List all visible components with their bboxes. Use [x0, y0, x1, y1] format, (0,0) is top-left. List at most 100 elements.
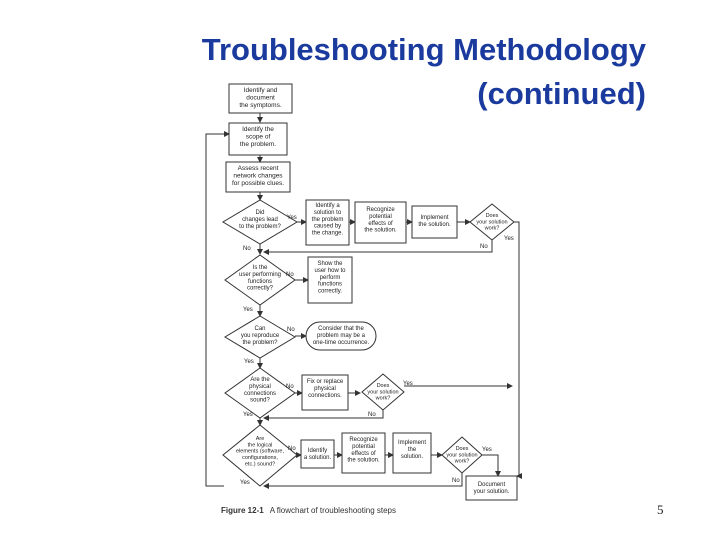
- figure-caption: Figure 12-1 A flowchart of troubleshootin…: [221, 506, 396, 515]
- node-text-line: Identify a: [315, 203, 340, 209]
- node-text-line: solution to: [314, 210, 342, 216]
- node-text-line: work?: [454, 459, 470, 465]
- node-text-line: Identify and: [244, 87, 278, 94]
- page-number: 5: [657, 502, 664, 517]
- node-text-line: Identify the: [242, 126, 274, 133]
- label-no-reproduce: No: [287, 327, 295, 333]
- node-text-line: user how to: [314, 268, 346, 274]
- node-text-line: connections: [244, 391, 276, 397]
- node-text-line: Did: [255, 210, 264, 216]
- label-yes-reproduce: Yes: [244, 359, 254, 365]
- node-text-line: scope of: [246, 133, 271, 140]
- node-text-line: Show the: [317, 261, 343, 267]
- node-text-line: Does: [456, 446, 469, 452]
- node-text-line: the solution.: [364, 228, 397, 234]
- node-text-line: Is the: [253, 265, 268, 271]
- node-text-line: physical: [314, 386, 336, 392]
- node-text-line: Can: [254, 326, 265, 332]
- node-text-line: work?: [484, 226, 500, 232]
- node-text-line: correctly?: [247, 286, 274, 292]
- node-text-line: Does: [486, 213, 499, 219]
- label-yes-user-correct: Yes: [243, 307, 253, 313]
- title-line-1: Troubleshooting Methodology: [201, 32, 646, 67]
- node-text-line: the solution.: [418, 222, 451, 228]
- node-text-line: the problem: [312, 217, 344, 223]
- node-text-line: network changes: [233, 172, 283, 179]
- node-text-line: a solution.: [304, 455, 332, 461]
- label-yes-did-changes: Yes: [287, 215, 297, 221]
- node-text-line: connections.: [308, 393, 342, 399]
- node-text-line: solution.: [401, 454, 424, 460]
- label-no-does-2: No: [368, 412, 376, 418]
- node-text-line: one-time occurrence.: [313, 340, 370, 346]
- node-text-line: user performing: [239, 272, 281, 278]
- node-text-line: the problem.: [240, 141, 276, 148]
- node-text-line: to the problem?: [239, 224, 281, 230]
- node-text-line: Fix or replace: [307, 379, 344, 385]
- label-yes-logical: Yes: [240, 480, 250, 486]
- figure-caption-label: Figure 12-1: [221, 506, 264, 515]
- label-no-logical: No: [288, 446, 296, 452]
- node-text-line: potential: [369, 214, 392, 220]
- node-text-line: changes lead: [242, 217, 278, 223]
- node-text-line: elements (software,: [236, 449, 284, 455]
- node-text-line: for possible clues.: [232, 180, 284, 187]
- node-text-line: Implement: [420, 215, 448, 221]
- label-no-does-3: No: [452, 478, 460, 484]
- node-text-line: Identify: [308, 448, 327, 454]
- node-text-line: document: [246, 94, 275, 101]
- label-yes-does-2: Yes: [403, 381, 413, 387]
- node-text-line: Recognize: [349, 437, 378, 443]
- node-text-line: correctly.: [318, 289, 342, 295]
- node-text-line: Are the: [250, 377, 270, 383]
- node-text-line: problem may be a: [317, 333, 366, 339]
- figure-caption-text: A flowchart of troubleshooting steps: [269, 506, 396, 515]
- node-text-line: your solution: [476, 219, 507, 225]
- label-no-did-changes: No: [243, 246, 251, 252]
- node-text-line: caused by: [314, 224, 341, 230]
- node-text-line: Are: [256, 436, 265, 442]
- node-text-line: effects of: [351, 451, 376, 457]
- node-text-line: configurations,: [242, 455, 278, 461]
- edge-labels: Yes No No Yes No Yes No Yes No Yes No Ye…: [240, 215, 514, 486]
- node-text-line: Assess recent: [238, 165, 279, 172]
- node-text-line: work?: [375, 396, 391, 402]
- node-text-line: the solution.: [347, 458, 380, 464]
- node-text-line: physical: [249, 384, 271, 390]
- node-text-line: etc.) sound?: [245, 461, 275, 467]
